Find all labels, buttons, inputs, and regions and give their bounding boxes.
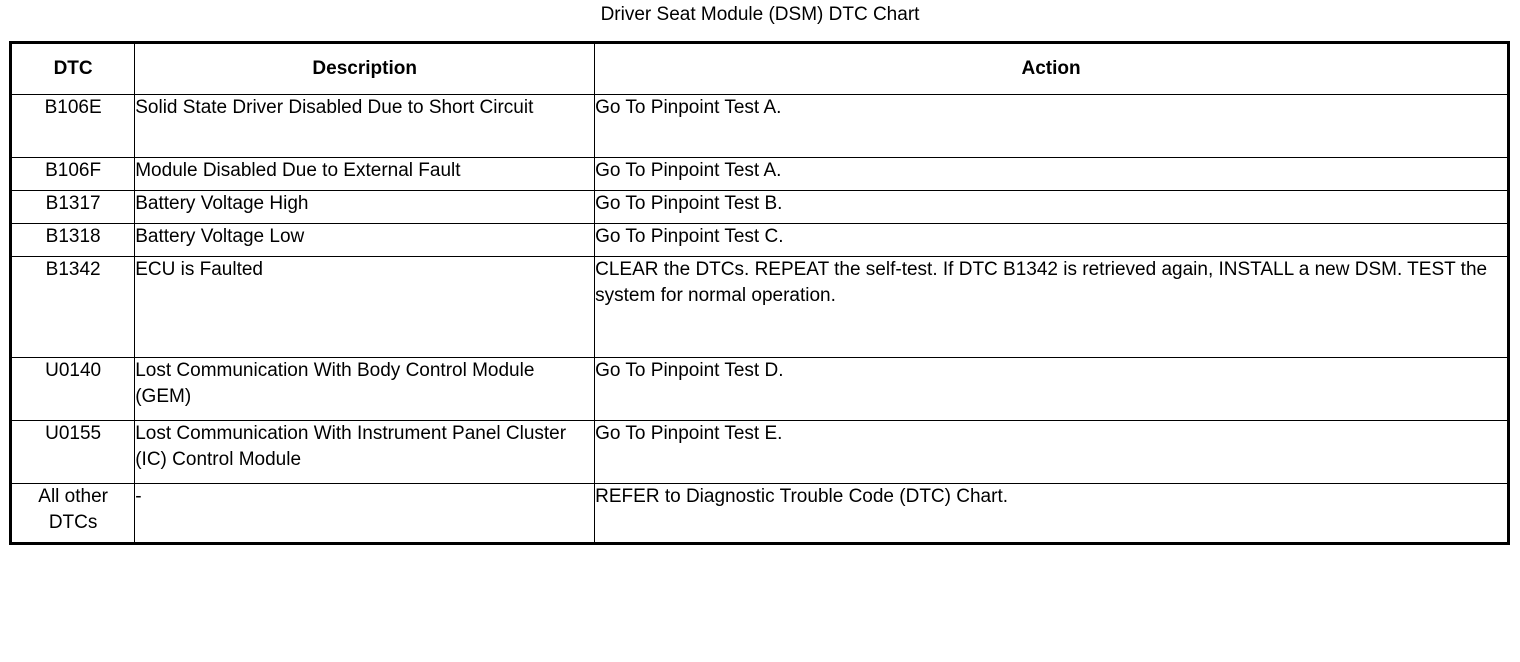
- table-body: B106E Solid State Driver Disabled Due to…: [9, 94, 1509, 544]
- cell-action: Go To Pinpoint Test B.: [594, 190, 1509, 224]
- cell-description: ECU is Faulted: [134, 256, 596, 358]
- table-row: U0155 Lost Communication With Instrument…: [9, 420, 1509, 484]
- cell-description: Solid State Driver Disabled Due to Short…: [134, 94, 596, 158]
- cell-description: Battery Voltage Low: [134, 223, 596, 257]
- cell-dtc: U0140: [9, 357, 136, 421]
- table-header: DTC Description Action: [9, 42, 1509, 95]
- cell-action: Go To Pinpoint Test C.: [594, 223, 1509, 257]
- cell-dtc: B106E: [9, 94, 136, 158]
- cell-action: REFER to Diagnostic Trouble Code (DTC) C…: [594, 483, 1509, 544]
- cell-description: Battery Voltage High: [134, 190, 596, 224]
- cell-description: Module Disabled Due to External Fault: [134, 157, 596, 191]
- cell-dtc: B1318: [9, 223, 136, 257]
- table-row: B1318 Battery Voltage Low Go To Pinpoint…: [9, 223, 1509, 257]
- table-row: All other DTCs - REFER to Diagnostic Tro…: [9, 483, 1509, 544]
- table-header-row: DTC Description Action: [9, 42, 1509, 95]
- cell-action: Go To Pinpoint Test A.: [594, 157, 1509, 191]
- column-header-dtc: DTC: [9, 42, 136, 95]
- cell-dtc: B1317: [9, 190, 136, 224]
- column-header-description: Description: [134, 42, 596, 95]
- cell-action: Go To Pinpoint Test E.: [594, 420, 1509, 484]
- page-title: Driver Seat Module (DSM) DTC Chart: [600, 4, 920, 25]
- cell-description: Lost Communication With Instrument Panel…: [134, 420, 596, 484]
- cell-dtc: B1342: [9, 256, 136, 358]
- cell-action: Go To Pinpoint Test D.: [594, 357, 1509, 421]
- table-row: B106F Module Disabled Due to External Fa…: [9, 157, 1509, 191]
- dtc-table: DTC Description Action B106E Solid State…: [9, 41, 1510, 545]
- column-header-action: Action: [594, 42, 1509, 95]
- cell-dtc: U0155: [9, 420, 136, 484]
- cell-description: -: [134, 483, 596, 544]
- table-row: B106E Solid State Driver Disabled Due to…: [9, 94, 1509, 158]
- dtc-table-container: DTC Description Action B106E Solid State…: [9, 41, 1510, 545]
- cell-dtc: B106F: [9, 157, 136, 191]
- cell-action: CLEAR the DTCs. REPEAT the self-test. If…: [594, 256, 1509, 358]
- cell-action: Go To Pinpoint Test A.: [594, 94, 1509, 158]
- cell-description: Lost Communication With Body Control Mod…: [134, 357, 596, 421]
- table-row: U0140 Lost Communication With Body Contr…: [9, 357, 1509, 421]
- table-row: B1317 Battery Voltage High Go To Pinpoin…: [9, 190, 1509, 224]
- table-row: B1342 ECU is Faulted CLEAR the DTCs. REP…: [9, 256, 1509, 358]
- cell-dtc: All other DTCs: [9, 483, 136, 544]
